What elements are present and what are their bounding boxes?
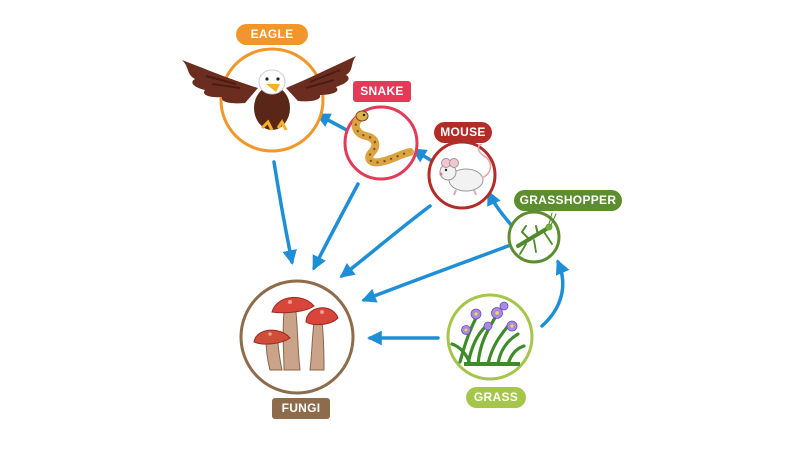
arrow-grasshopper-to-mouse <box>487 190 514 228</box>
arrow-snake-to-fungi <box>312 182 360 271</box>
label-grasshopper: GRASSHOPPER <box>514 190 622 211</box>
node-mouse <box>427 140 497 210</box>
snake-ring <box>343 105 419 181</box>
node-snake <box>343 105 419 181</box>
label-grass: GRASS <box>466 387 526 408</box>
fungi-icon <box>253 297 339 371</box>
node-eagle <box>182 47 356 153</box>
node-grasshopper <box>507 210 561 264</box>
node-fungi <box>239 279 355 395</box>
arrow-grass-to-grasshopper <box>540 259 570 328</box>
label-snake: SNAKE <box>353 81 411 102</box>
snake-icon <box>351 110 414 167</box>
arrows <box>272 113 570 346</box>
label-fungi: FUNGI <box>272 398 330 419</box>
grass-icon <box>450 301 526 366</box>
arrow-grasshopper-to-fungi <box>361 244 510 303</box>
label-eagle: EAGLE <box>236 24 308 45</box>
arrow-eagle-to-fungi <box>272 160 297 265</box>
grasshopper-icon <box>516 212 557 255</box>
mouse-icon <box>439 143 492 196</box>
label-mouse: MOUSE <box>434 122 492 143</box>
eagle-icon <box>182 56 356 131</box>
arrow-mouse-to-fungi <box>339 204 432 278</box>
node-grass <box>446 293 534 381</box>
grass-ring <box>446 293 534 381</box>
arrow-snake-to-eagle <box>315 113 352 134</box>
